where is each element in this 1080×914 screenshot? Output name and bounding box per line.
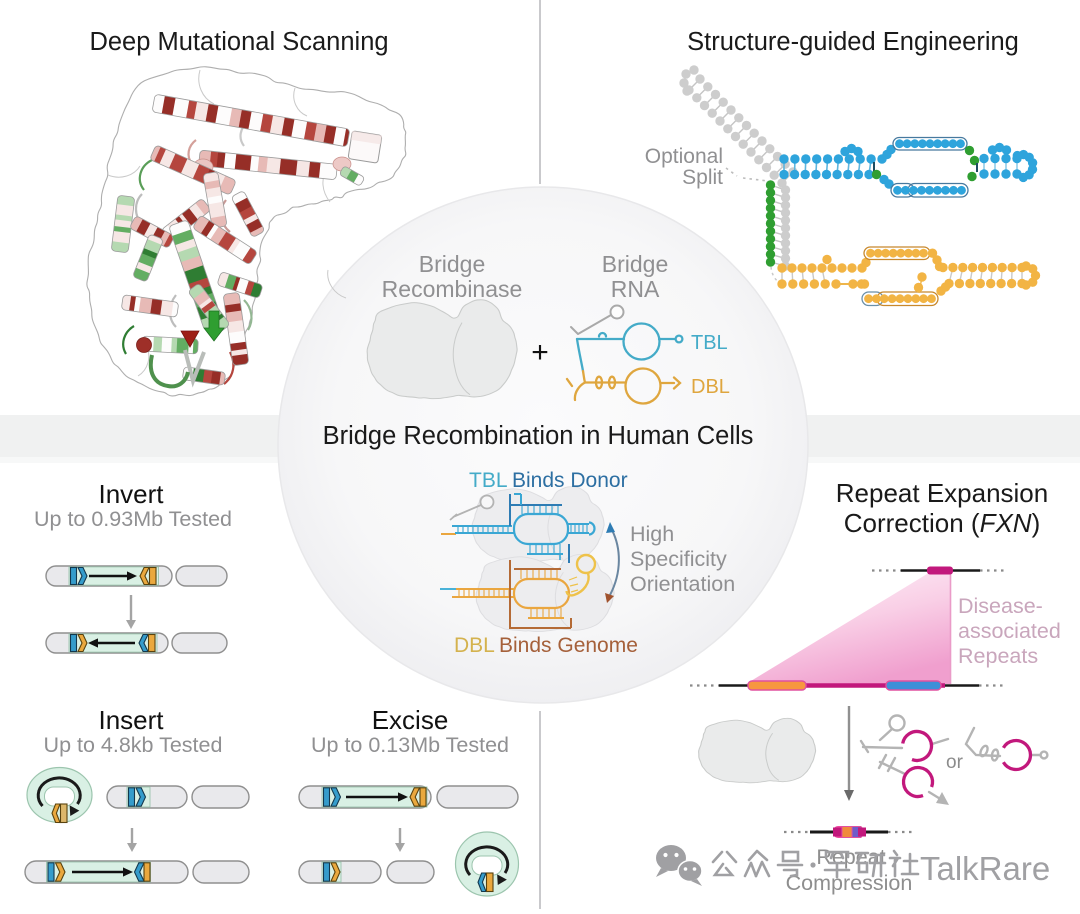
svg-text:Optional: Optional <box>645 145 723 168</box>
svg-text:Up to 4.8kb Tested: Up to 4.8kb Tested <box>44 733 223 757</box>
svg-text:or: or <box>946 752 964 773</box>
svg-text:RNA: RNA <box>611 276 660 302</box>
svg-text:DBL: DBL <box>691 376 730 398</box>
svg-text:Deep Mutational Scanning: Deep Mutational Scanning <box>89 28 388 56</box>
svg-text:Compression: Compression <box>786 871 913 895</box>
svg-text:Bridge: Bridge <box>419 251 485 277</box>
svg-text:Insert: Insert <box>98 705 164 735</box>
svg-text:Correction (FXN): Correction (FXN) <box>844 508 1041 538</box>
svg-text:Bridge Recombination in Human: Bridge Recombination in Human Cells <box>323 422 754 450</box>
svg-text:TBL: TBL <box>691 332 728 354</box>
svg-text:associated: associated <box>958 619 1061 643</box>
svg-text:Bridge: Bridge <box>602 251 668 277</box>
svg-text:TalkRare: TalkRare <box>920 850 1050 887</box>
svg-text:Binds Donor: Binds Donor <box>512 469 628 492</box>
svg-text:Orientation: Orientation <box>630 572 735 596</box>
svg-text:Up to 0.13Mb Tested: Up to 0.13Mb Tested <box>311 733 509 757</box>
svg-text:Split: Split <box>682 166 723 189</box>
svg-text:+: + <box>531 336 549 369</box>
svg-text:Binds Genome: Binds Genome <box>499 634 638 657</box>
svg-text:Up to 0.93Mb Tested: Up to 0.93Mb Tested <box>34 507 232 531</box>
svg-text:TBL: TBL <box>469 469 508 492</box>
svg-text:Recombinase: Recombinase <box>382 276 523 302</box>
svg-text:Specificity: Specificity <box>630 547 727 571</box>
svg-text:Disease-: Disease- <box>958 594 1043 618</box>
svg-text:Repeats: Repeats <box>958 644 1038 668</box>
svg-text:Invert: Invert <box>98 479 164 509</box>
svg-text:Structure-guided Engineering: Structure-guided Engineering <box>687 28 1019 56</box>
svg-text:Repeat Expansion: Repeat Expansion <box>836 478 1048 508</box>
svg-text:Excise: Excise <box>372 705 449 735</box>
svg-text:High: High <box>630 522 674 546</box>
svg-text:DBL: DBL <box>454 634 495 657</box>
